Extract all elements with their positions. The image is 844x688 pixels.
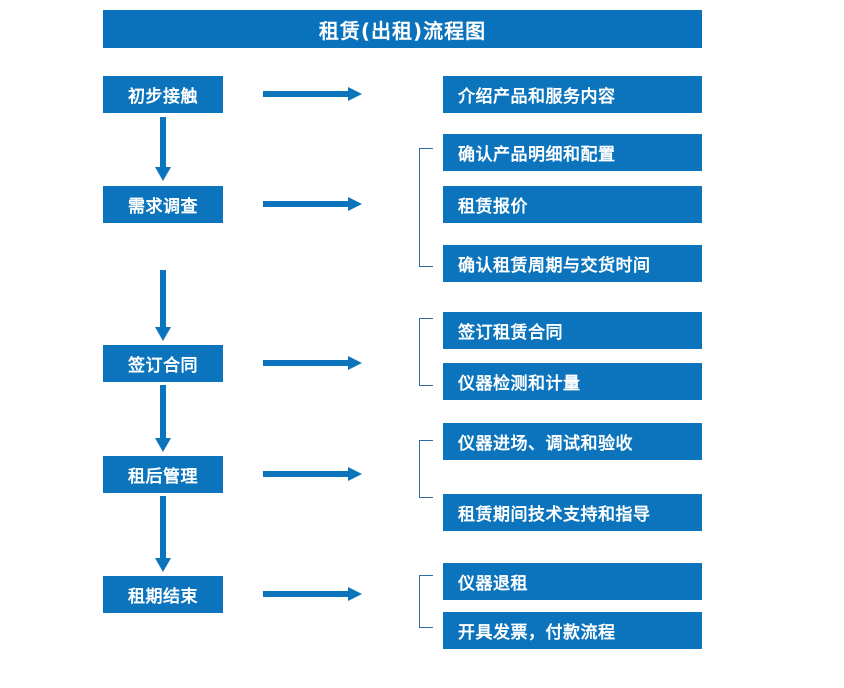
detail-label-3-1: 签订租赁合同 bbox=[458, 323, 563, 343]
arrow-right-icon-5 bbox=[263, 584, 363, 604]
stage-label-1: 初步接触 bbox=[128, 87, 198, 107]
arrow-down-icon-2 bbox=[153, 270, 173, 342]
arrow-down-icon-1 bbox=[153, 117, 173, 182]
stage-box-5[interactable]: 租期结束 bbox=[103, 576, 223, 613]
detail-label-5-2: 开具发票，付款流程 bbox=[458, 623, 616, 643]
group-bracket-icon-3 bbox=[419, 318, 433, 386]
detail-label-4-1: 仪器进场、调试和验收 bbox=[458, 434, 633, 454]
detail-box-4-1[interactable]: 仪器进场、调试和验收 bbox=[443, 423, 702, 460]
detail-box-5-2[interactable]: 开具发票，付款流程 bbox=[443, 612, 702, 649]
detail-label-2-3: 确认租赁周期与交货时间 bbox=[458, 256, 651, 276]
stage-label-4: 租后管理 bbox=[128, 467, 198, 487]
detail-label-4-2: 租赁期间技术支持和指导 bbox=[458, 505, 651, 525]
stage-box-1[interactable]: 初步接触 bbox=[103, 76, 223, 113]
detail-label-2-2: 租赁报价 bbox=[458, 197, 528, 217]
stage-box-4[interactable]: 租后管理 bbox=[103, 456, 223, 493]
arrow-down-icon-3 bbox=[153, 385, 173, 453]
detail-box-2-1[interactable]: 确认产品明细和配置 bbox=[443, 134, 702, 171]
stage-box-2[interactable]: 需求调查 bbox=[103, 186, 223, 223]
detail-box-2-2[interactable]: 租赁报价 bbox=[443, 186, 702, 223]
arrow-right-icon-4 bbox=[263, 464, 363, 484]
stage-label-3: 签订合同 bbox=[128, 356, 198, 376]
detail-label-1-1: 介绍产品和服务内容 bbox=[458, 87, 616, 107]
detail-box-2-3[interactable]: 确认租赁周期与交货时间 bbox=[443, 245, 702, 282]
arrow-right-icon-3 bbox=[263, 353, 363, 373]
detail-label-3-2: 仪器检测和计量 bbox=[458, 374, 581, 394]
group-bracket-icon-4 bbox=[419, 440, 433, 498]
detail-box-5-1[interactable]: 仪器退租 bbox=[443, 563, 702, 600]
stage-label-5: 租期结束 bbox=[128, 587, 198, 607]
detail-box-3-1[interactable]: 签订租赁合同 bbox=[443, 312, 702, 349]
detail-label-5-1: 仪器退租 bbox=[458, 574, 528, 594]
detail-box-3-2[interactable]: 仪器检测和计量 bbox=[443, 363, 702, 400]
arrow-right-icon-2 bbox=[263, 194, 363, 214]
group-bracket-icon-2 bbox=[419, 148, 433, 267]
stage-label-2: 需求调查 bbox=[128, 197, 198, 217]
diagram-title-bar: 租赁(出租)流程图 bbox=[103, 10, 702, 48]
detail-box-1-1[interactable]: 介绍产品和服务内容 bbox=[443, 76, 702, 113]
detail-box-4-2[interactable]: 租赁期间技术支持和指导 bbox=[443, 494, 702, 531]
detail-label-2-1: 确认产品明细和配置 bbox=[458, 145, 616, 165]
stage-box-3[interactable]: 签订合同 bbox=[103, 345, 223, 382]
page-title: 租赁(出租)流程图 bbox=[318, 18, 487, 43]
arrow-down-icon-4 bbox=[153, 496, 173, 573]
group-bracket-icon-5 bbox=[419, 575, 433, 628]
arrow-right-icon-1 bbox=[263, 84, 363, 104]
